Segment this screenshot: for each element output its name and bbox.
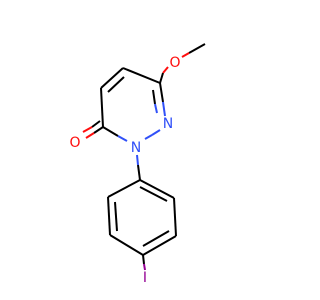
- bond-n2-phenyl: [137, 164, 141, 181]
- bond-n1-c6-blue: [162, 101, 166, 117]
- atom-oxygen-methoxy: O: [169, 55, 180, 71]
- atom-iodine: I: [143, 270, 147, 286]
- bond-c5-c4: [100, 67, 124, 89]
- bond-ph-6-1-inner: [139, 186, 168, 202]
- bond-c6-c5: [122, 67, 161, 84]
- bond-ph-2-3-inner: [114, 201, 118, 232]
- atom-nitrogen-1: N: [163, 116, 173, 132]
- bond-ph-4-5-inner: [142, 230, 170, 247]
- molecule-drawing: O N N O I: [69, 43, 206, 286]
- bond-ph-6-1: [139, 179, 175, 199]
- bond-c5-c4-inner: [107, 76, 125, 93]
- atom-label-layer: O N N O I: [69, 55, 180, 286]
- bond-methyl-o: [188, 43, 206, 54]
- bond-n1-c6-inner-blue: [154, 103, 158, 114]
- bond-ph-5-6: [173, 197, 177, 237]
- bond-layer: [82, 43, 206, 271]
- bond-n1-c6: [159, 82, 164, 103]
- bond-o-c6: [159, 72, 164, 84]
- bond-c-i-purple: [143, 263, 146, 271]
- bond-c4-c3: [100, 87, 104, 128]
- bond-n2-n1-blue2: [151, 129, 161, 136]
- bond-c3-o2-black: [91, 120, 101, 128]
- bond-c3-n2-blue: [117, 135, 128, 142]
- atom-oxygen-carbonyl: O: [69, 135, 80, 151]
- bond-ph-2-3: [107, 196, 111, 236]
- structure-canvas: O N N O I: [69, 43, 206, 286]
- bond-o-c6-red: [162, 66, 169, 74]
- bond-ph-3-4: [109, 234, 144, 256]
- bond-methyl-o-red: [181, 52, 190, 58]
- bond-c-i: [142, 254, 145, 265]
- atom-nitrogen-2: N: [131, 140, 141, 156]
- bond-n2-n1-blue1: [144, 134, 153, 140]
- bond-n2-phenyl-blue: [136, 154, 139, 166]
- bond-ph-4-5: [142, 235, 177, 256]
- bond-c3-n2: [102, 126, 119, 137]
- bond-ph-1-2: [107, 179, 141, 198]
- bond-c3-o-black: [93, 126, 104, 134]
- bond-c3-o2-red: [82, 126, 93, 133]
- bond-c3-o-red: [85, 132, 95, 139]
- bond-n1-c6-inner: [152, 89, 156, 105]
